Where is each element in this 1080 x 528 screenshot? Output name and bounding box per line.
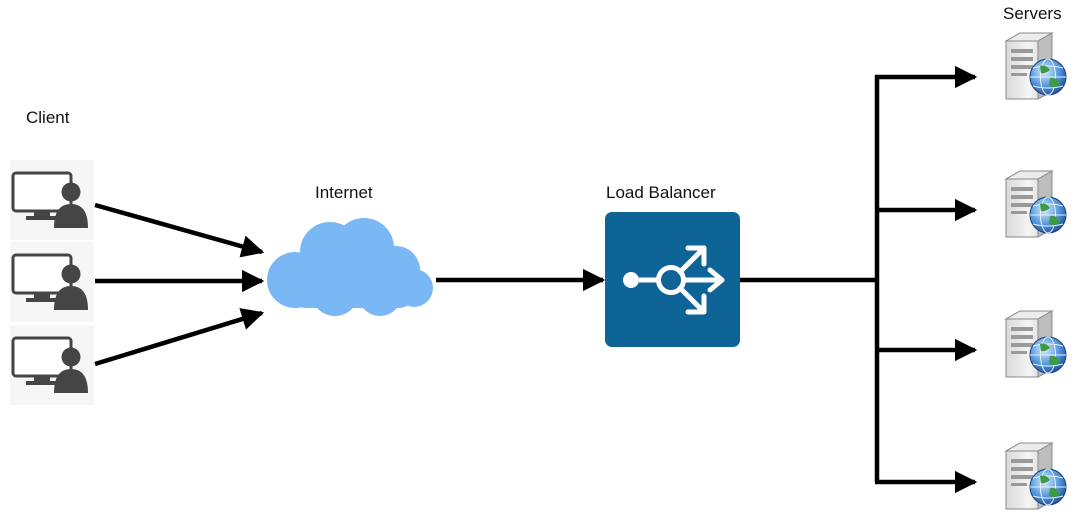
load-balancer-label: Load Balancer: [606, 183, 716, 202]
client-computer-user-icon: [8, 323, 96, 407]
load-balancer-split-icon: [605, 212, 740, 347]
client-label: Client: [26, 108, 70, 127]
servers-group: [1005, 32, 1067, 510]
web-server-globe-icon: [1005, 310, 1067, 378]
clients-group: [8, 158, 96, 407]
cloud-icon: [267, 218, 433, 316]
internet-label: Internet: [315, 183, 373, 202]
web-server-globe-icon: [1005, 170, 1067, 238]
arrow-client3-to-internet: [94, 308, 265, 367]
client-to-internet-arrows: [94, 202, 265, 367]
client-computer-user-icon: [8, 158, 96, 242]
client-computer-user-icon: [8, 240, 96, 324]
load-balancer-to-servers-arrows: [740, 65, 978, 494]
web-server-globe-icon: [1005, 442, 1067, 510]
arrow-client1-to-internet: [94, 202, 265, 258]
servers-label: Servers: [1003, 4, 1062, 23]
web-server-globe-icon: [1005, 32, 1067, 100]
